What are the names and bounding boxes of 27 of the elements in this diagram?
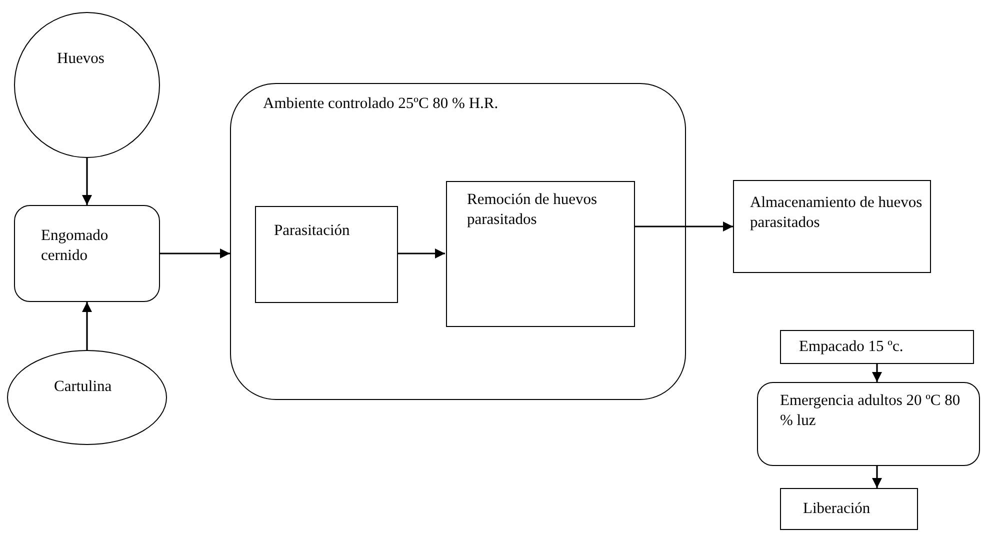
arrow (160, 248, 230, 258)
arrow (397, 248, 445, 258)
arrow (872, 466, 882, 488)
node-label: Huevos (57, 49, 106, 69)
arrow (82, 302, 92, 350)
node-label: Emergencia adultos 20 ºC 80 % luz (780, 391, 962, 432)
process-box (446, 181, 635, 327)
node-label: Remoción de huevos parasitados (467, 190, 598, 230)
process-box (733, 180, 931, 273)
process-box (780, 330, 974, 364)
node-label: Almacenamiento de huevos parasitados (750, 193, 924, 234)
node-label: Liberación (803, 499, 872, 519)
input-ellipse (7, 350, 167, 445)
process-box (14, 205, 160, 302)
process-box (757, 382, 980, 466)
chamber-box (230, 83, 686, 400)
node-label: Engomado cernido (41, 226, 110, 266)
arrow (82, 158, 92, 205)
node-label: Cartulina (54, 377, 113, 397)
node-label: Ambiente controlado 25ºC 80 % H.R. (263, 94, 500, 114)
node-label: Empacado 15 ºc. (799, 337, 904, 357)
node-label: Parasitación (274, 221, 351, 241)
arrow (872, 364, 882, 382)
arrow (634, 222, 733, 232)
input-circle (14, 12, 160, 158)
process-box (255, 206, 398, 303)
process-box (780, 488, 918, 530)
